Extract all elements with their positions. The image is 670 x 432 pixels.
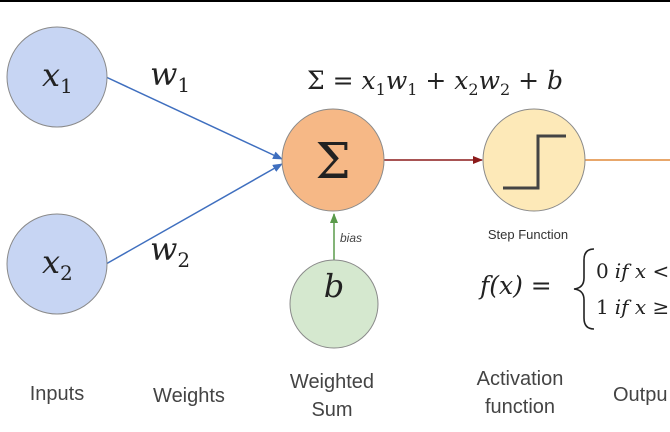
label-weights: Weights xyxy=(153,385,225,407)
bias-symbol: b xyxy=(324,267,344,305)
x2-label: x2 xyxy=(42,243,73,285)
activation-node xyxy=(482,108,586,212)
label-output: Outpu xyxy=(613,384,667,406)
label-weighted-sum-line1: Weighted xyxy=(290,371,374,393)
label-activation-line1: Activation xyxy=(477,368,564,390)
step-function-label: Step Function xyxy=(488,227,568,242)
edge-x2-to-sum xyxy=(105,163,283,265)
label-activation-line2: function xyxy=(485,396,555,418)
edge-x1-to-sum xyxy=(105,76,283,160)
w2-label: w2 xyxy=(150,230,190,272)
label-weighted-sum-line2: Sum xyxy=(311,399,352,421)
step-function-icon xyxy=(503,134,566,190)
bias-node xyxy=(289,259,379,349)
bias-arrow-label: bias xyxy=(340,231,362,245)
x1-label: x1 xyxy=(42,56,73,98)
w1-label: w1 xyxy=(150,55,190,97)
weighted-sum-formula: Σ = x1w1 + x2w2 + b xyxy=(307,66,563,99)
sigma-symbol: Σ xyxy=(315,132,350,190)
piecewise-brace xyxy=(573,248,595,330)
input-node-x2 xyxy=(6,213,108,315)
label-inputs: Inputs xyxy=(30,383,84,405)
piecewise-lhs: f(x) = xyxy=(478,271,552,300)
input-node-x1 xyxy=(6,26,108,128)
sum-node xyxy=(281,108,385,212)
